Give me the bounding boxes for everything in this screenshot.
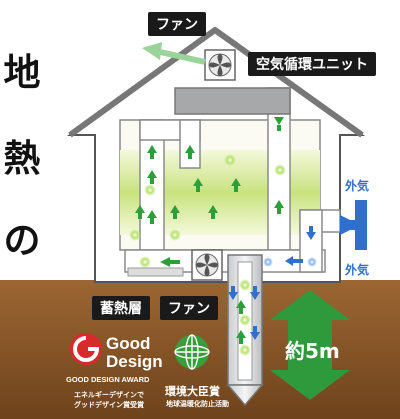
air-glow-dots — [129, 154, 317, 356]
title-char-3: の — [3, 219, 41, 262]
good-design-logo — [70, 333, 102, 365]
env-award-caption: 地球温暖化防止活動 — [166, 400, 229, 408]
outside-air-arrows — [340, 200, 367, 250]
title-char-1: 地 — [3, 51, 41, 94]
label-depth: 約5m — [285, 339, 340, 363]
globe-icon — [174, 334, 210, 370]
exhaust-arrow-head — [142, 42, 162, 60]
title-char-2: 熱 — [3, 137, 41, 180]
label-heat-storage: 蓄熱層 — [92, 296, 150, 320]
fan-icon — [204, 49, 236, 81]
depth-arrow — [270, 290, 350, 400]
good-design-word-2: Design — [106, 352, 163, 371]
warm-air-arrows — [135, 117, 284, 344]
label-fan-top: ファン — [148, 12, 206, 36]
gd-caption-1: エネルギーデザインで — [74, 391, 144, 399]
roof — [68, 27, 364, 138]
label-outside-air-top: 外気 — [345, 179, 370, 193]
good-design-word-1: Good — [106, 334, 151, 353]
label-outside-air-bottom: 外気 — [345, 263, 370, 277]
fan-icon-bottom — [191, 249, 223, 281]
exhaust-arrow — [159, 49, 206, 65]
air-circulation-unit — [174, 87, 291, 115]
label-fan-bottom: ファン — [160, 296, 218, 320]
env-award-title: 環境大臣賞 — [165, 385, 220, 398]
label-air-unit: 空気循環ユニット — [248, 52, 376, 76]
good-design-award: GOOD DESIGN AWARD — [66, 375, 150, 384]
heat-storage-layer — [127, 267, 184, 277]
cool-air-arrows — [228, 226, 316, 340]
gd-caption-2: グッドデザイン賞受賞 — [74, 401, 144, 409]
